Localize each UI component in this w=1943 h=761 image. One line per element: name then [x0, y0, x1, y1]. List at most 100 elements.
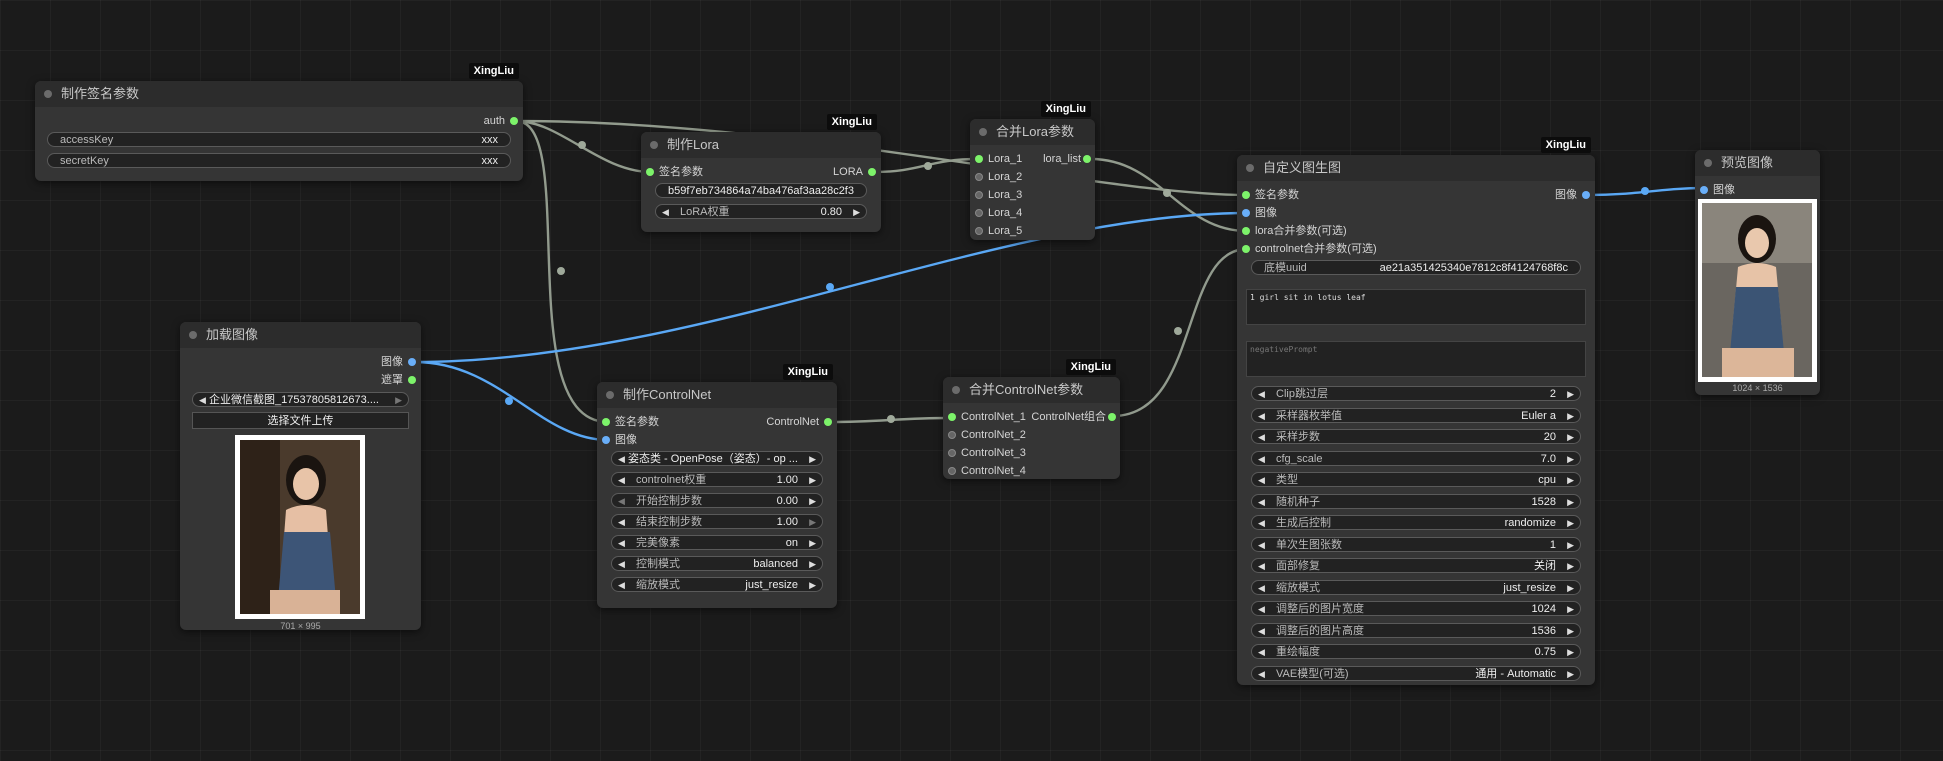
- collapse-dot-icon[interactable]: [1246, 164, 1254, 172]
- output-port-icon[interactable]: [868, 168, 876, 176]
- input-port-icon[interactable]: [948, 431, 956, 439]
- negative-prompt-textarea[interactable]: negativePrompt: [1246, 341, 1586, 377]
- arrow-left-icon[interactable]: ◀: [1258, 453, 1265, 464]
- image-file-select[interactable]: ◀企业微信截图_17537805812673....▶: [192, 392, 409, 407]
- input-port-icon[interactable]: [602, 418, 610, 426]
- input-controlnet-3[interactable]: ControlNet_3: [948, 445, 1026, 461]
- node-preview-image[interactable]: 预览图像 图像 1024 × 1536: [1695, 150, 1820, 395]
- arrow-left-icon[interactable]: ◀: [662, 207, 669, 217]
- controlnet-type-select[interactable]: ◀姿态类 - OpenPose（姿态）- op ...▶: [611, 451, 823, 466]
- arrow-right-icon[interactable]: ▶: [1567, 432, 1574, 442]
- arrow-right-icon[interactable]: ▶: [395, 395, 402, 405]
- input-sign-params[interactable]: 签名参数: [602, 414, 659, 430]
- input-port-icon[interactable]: [1700, 186, 1708, 194]
- output-image[interactable]: 图像: [1555, 187, 1590, 203]
- node-title[interactable]: 制作Lora: [641, 132, 881, 158]
- input-controlnet-1[interactable]: ControlNet_1: [948, 409, 1026, 425]
- arrow-right-icon[interactable]: ▶: [1567, 496, 1574, 507]
- collapse-dot-icon[interactable]: [952, 386, 960, 394]
- output-port-icon[interactable]: [1108, 413, 1116, 421]
- arrow-left-icon[interactable]: ◀: [1258, 647, 1265, 657]
- input-port-icon[interactable]: [948, 467, 956, 475]
- input-lora-1[interactable]: Lora_1: [975, 151, 1022, 167]
- input-port-icon[interactable]: [975, 227, 983, 235]
- node-title[interactable]: 合并Lora参数: [970, 119, 1095, 145]
- input-port-icon[interactable]: [646, 168, 654, 176]
- input-port-icon[interactable]: [948, 413, 956, 421]
- input-lora-4[interactable]: Lora_4: [975, 205, 1022, 221]
- input-lora-2[interactable]: Lora_2: [975, 169, 1022, 185]
- collapse-dot-icon[interactable]: [44, 90, 52, 98]
- arrow-left-icon[interactable]: ◀: [1258, 518, 1265, 528]
- input-port-icon[interactable]: [975, 173, 983, 181]
- input-lora-3[interactable]: Lora_3: [975, 187, 1022, 203]
- node-title[interactable]: 自定义图生图: [1237, 155, 1595, 181]
- arrow-right-icon[interactable]: ▶: [1567, 389, 1574, 399]
- node-load-image[interactable]: 加载图像 图像 遮罩 ◀企业微信截图_17537805812673....▶ 选…: [180, 322, 421, 631]
- input-image[interactable]: 图像: [1242, 205, 1277, 221]
- arrow-right-icon[interactable]: ▶: [809, 475, 816, 485]
- arrow-right-icon[interactable]: ▶: [1567, 647, 1574, 657]
- node-merge-lora[interactable]: XingLiu 合并Lora参数 Lora_1 lora_list Lora_2…: [970, 101, 1095, 240]
- output-controlnet[interactable]: ControlNet: [766, 414, 832, 430]
- output-mask[interactable]: 遮罩: [381, 372, 416, 388]
- input-port-icon[interactable]: [975, 191, 983, 199]
- output-port-icon[interactable]: [408, 358, 416, 366]
- output-port-icon[interactable]: [1083, 155, 1091, 163]
- param-widget[interactable]: ◀面部修复关闭▶: [1251, 558, 1581, 573]
- input-controlnet-merge[interactable]: controlnet合并参数(可选): [1242, 241, 1377, 257]
- arrow-right-icon[interactable]: ▶: [1567, 410, 1574, 421]
- arrow-right-icon[interactable]: ▶: [809, 496, 816, 506]
- arrow-right-icon[interactable]: ▶: [1567, 453, 1574, 464]
- input-port-icon[interactable]: [1242, 209, 1250, 217]
- output-lora[interactable]: LORA: [833, 164, 876, 180]
- node-make-lora[interactable]: XingLiu 制作Lora 签名参数 LORA b59f7eb734864a7…: [641, 114, 881, 232]
- arrow-left-icon[interactable]: ◀: [1258, 539, 1265, 550]
- collapse-dot-icon[interactable]: [1704, 159, 1712, 167]
- arrow-right-icon[interactable]: ▶: [1567, 475, 1574, 485]
- output-image[interactable]: 图像: [381, 354, 416, 370]
- arrow-left-icon[interactable]: ◀: [1258, 561, 1265, 571]
- arrow-left-icon[interactable]: ◀: [1258, 604, 1265, 614]
- output-port-icon[interactable]: [510, 117, 518, 125]
- param-widget[interactable]: ◀VAE模型(可选)通用 - Automatic▶: [1251, 665, 1581, 681]
- arrow-left-icon[interactable]: ◀: [1258, 668, 1265, 679]
- arrow-right-icon[interactable]: ▶: [809, 517, 816, 527]
- node-custom-img2img[interactable]: XingLiu 自定义图生图 签名参数 图像 图像 lora合并参数(可选) c…: [1237, 137, 1595, 685]
- arrow-left-icon[interactable]: ◀: [618, 538, 625, 548]
- output-port-icon[interactable]: [824, 418, 832, 426]
- arrow-left-icon[interactable]: ◀: [1258, 389, 1265, 399]
- arrow-left-icon[interactable]: ◀: [618, 517, 625, 527]
- input-port-icon[interactable]: [1242, 191, 1250, 199]
- arrow-right-icon[interactable]: ▶: [1567, 539, 1574, 550]
- arrow-right-icon[interactable]: ▶: [809, 559, 816, 569]
- collapse-dot-icon[interactable]: [979, 128, 987, 136]
- prompt-textarea[interactable]: 1 girl sit in lotus leaf: [1246, 289, 1586, 325]
- input-sign-params[interactable]: 签名参数: [646, 164, 703, 180]
- input-controlnet-4[interactable]: ControlNet_4: [948, 463, 1026, 479]
- arrow-right-icon[interactable]: ▶: [809, 580, 816, 590]
- arrow-left-icon[interactable]: ◀: [1258, 475, 1265, 485]
- arrow-left-icon[interactable]: ◀: [1258, 625, 1265, 636]
- arrow-right-icon[interactable]: ▶: [809, 454, 816, 464]
- arrow-right-icon[interactable]: ▶: [1567, 582, 1574, 593]
- node-title[interactable]: 合并ControlNet参数: [943, 377, 1120, 403]
- arrow-left-icon[interactable]: ◀: [1258, 496, 1265, 507]
- output-port-icon[interactable]: [408, 376, 416, 384]
- arrow-left-icon[interactable]: ◀: [618, 496, 625, 506]
